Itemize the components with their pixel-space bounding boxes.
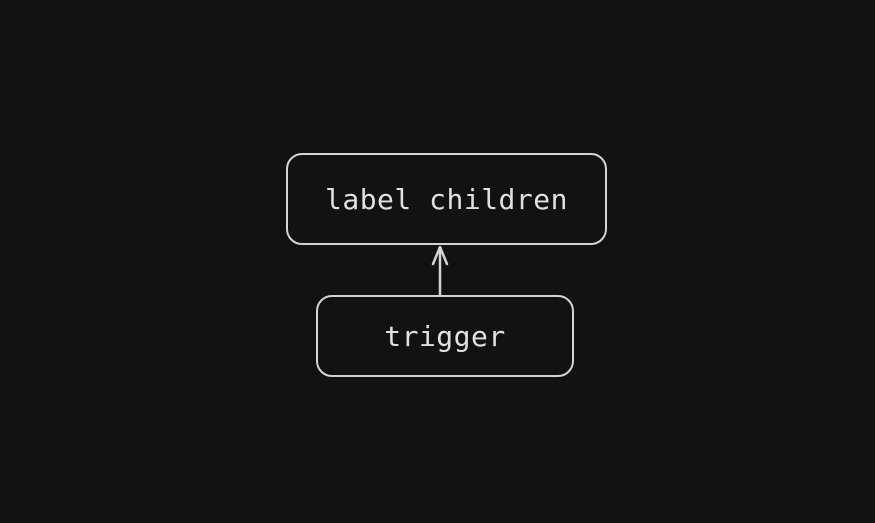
- node-trigger[interactable]: trigger: [316, 295, 574, 377]
- node-trigger-text: trigger: [384, 319, 506, 353]
- node-label-children-text: label children: [324, 182, 568, 216]
- node-label-children[interactable]: label children: [286, 153, 607, 245]
- arrowhead-icon: [431, 245, 449, 266]
